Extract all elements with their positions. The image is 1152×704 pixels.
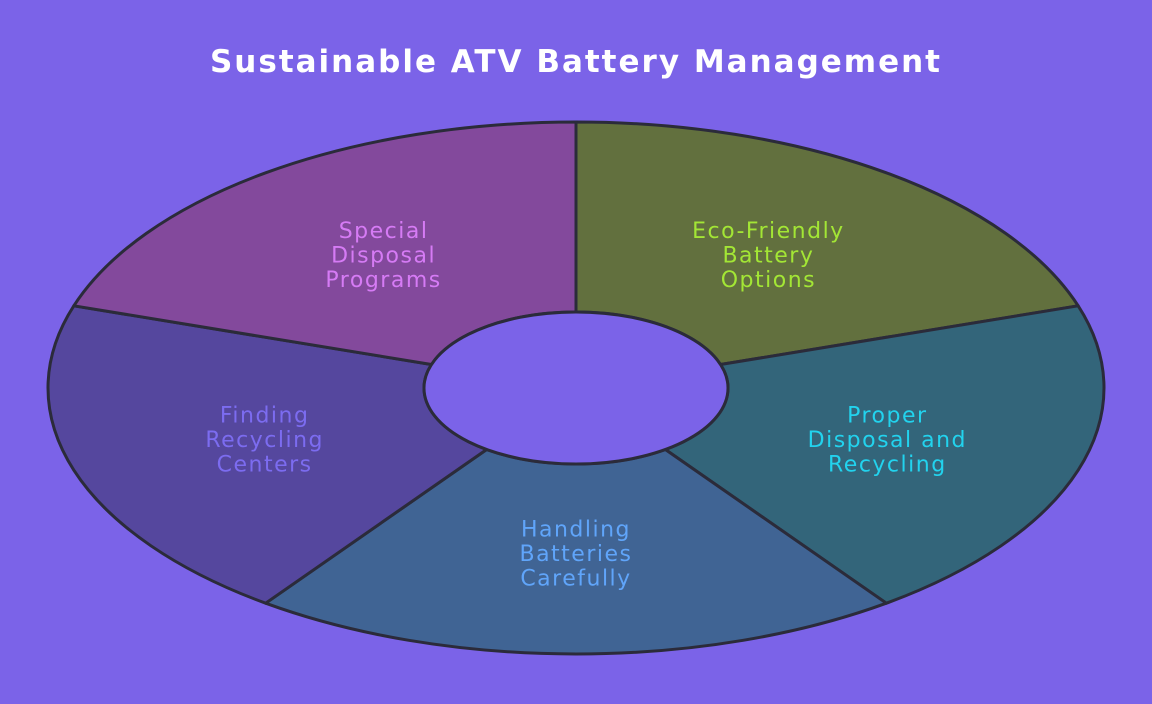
segment-label-line: Finding [220, 403, 310, 428]
center-hole [422, 310, 730, 466]
segment-label-line: Eco-Friendly [692, 219, 845, 244]
segment-label-line: Recycling [828, 452, 947, 477]
diagram-title: Sustainable ATV Battery Management [209, 44, 943, 80]
segment-label-line: Batteries [519, 542, 632, 567]
segment-label-line: Disposal [331, 244, 436, 269]
segment-label-line: Centers [217, 452, 313, 477]
segment-label-line: Carefully [520, 566, 631, 591]
segment-label-line: Special [339, 219, 429, 244]
segment-label-line: Battery [722, 244, 814, 269]
segment-label-line: Options [721, 268, 816, 293]
segment-label-line: Proper [847, 403, 927, 428]
segment-label-line: Handling [521, 517, 631, 542]
segment-label-line: Disposal and [808, 428, 967, 453]
segment-label-line: Recycling [205, 428, 324, 453]
segment-label-line: Programs [325, 268, 441, 293]
